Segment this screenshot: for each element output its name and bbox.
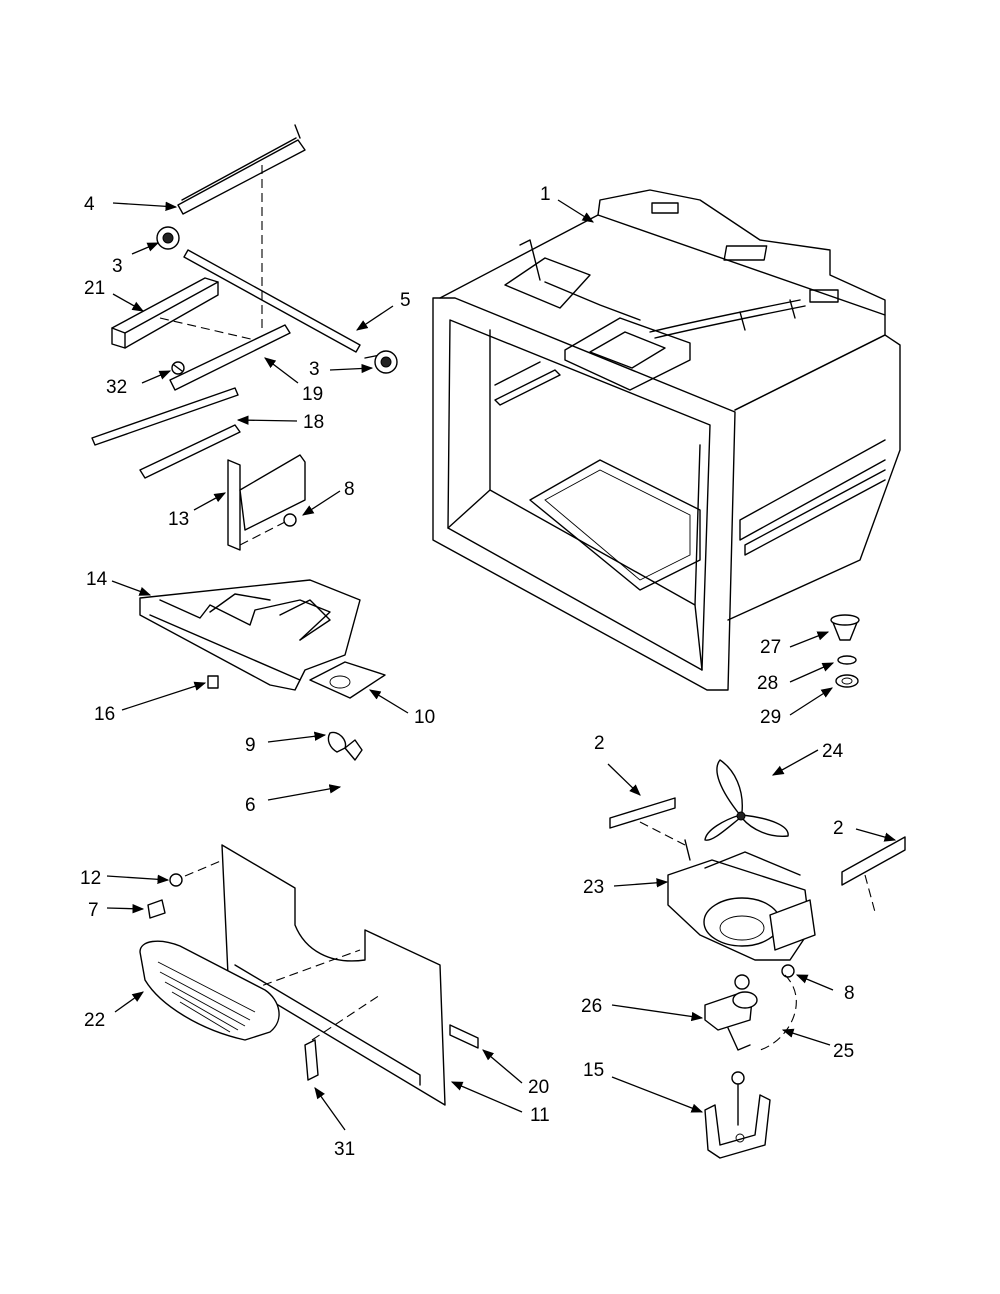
- clip-16: [207, 675, 219, 689]
- callout-9: 9: [245, 735, 256, 756]
- part-29: [835, 674, 859, 688]
- callout-labels: 1 4 3 21 5 3 32 19 18 8 13 14 16 10 27 2…: [80, 184, 855, 1160]
- callout-2-left: 2: [594, 733, 605, 754]
- callout-22: 22: [84, 1010, 105, 1031]
- grille-22: [139, 940, 280, 1041]
- shaft-5: [183, 249, 361, 353]
- callout-6: 6: [245, 795, 256, 816]
- callout-2-right: 2: [833, 818, 844, 839]
- slide-rail-18: [91, 387, 241, 479]
- callout-21: 21: [84, 278, 105, 299]
- motor-bracket-15: [704, 1071, 771, 1159]
- callout-31: 31: [334, 1139, 355, 1160]
- freezer-liner: [432, 189, 901, 691]
- clip-31: [304, 994, 381, 1081]
- callout-18: 18: [303, 412, 324, 433]
- leader-lines: [106, 199, 897, 1131]
- bracket-7: [147, 899, 166, 919]
- callout-27: 27: [760, 637, 781, 658]
- screw-32: [171, 361, 185, 375]
- callout-3-upper: 3: [112, 256, 123, 277]
- part-28: [837, 655, 857, 665]
- callout-14: 14: [86, 569, 108, 590]
- fan-motor-26: [704, 991, 758, 1051]
- callout-28: 28: [757, 673, 778, 694]
- fan-housing-14: [139, 579, 361, 691]
- pinion-gear-3-upper: [156, 226, 180, 250]
- callout-8-lower: 8: [844, 983, 855, 1004]
- callout-16: 16: [94, 704, 115, 725]
- callout-1: 1: [540, 184, 551, 205]
- bulb-9: [327, 731, 347, 753]
- callout-26: 26: [581, 996, 602, 1017]
- callout-13: 13: [168, 509, 189, 530]
- gasket-10: [309, 661, 386, 699]
- callout-5: 5: [400, 290, 411, 311]
- rail-bracket-13: [227, 454, 306, 551]
- slide-rail-4: [177, 124, 306, 330]
- callout-11: 11: [530, 1105, 550, 1126]
- callout-10: 10: [414, 707, 435, 728]
- callout-3-lower: 3: [309, 359, 320, 380]
- callout-29: 29: [760, 707, 781, 728]
- callout-24: 24: [822, 741, 844, 762]
- screw-8-upper: [239, 513, 297, 546]
- callout-25: 25: [833, 1041, 854, 1062]
- slide-bracket-21: [111, 277, 256, 349]
- seal-20: [449, 1024, 479, 1049]
- pinion-gear-3-lower: [364, 350, 398, 374]
- part-27: [830, 614, 860, 641]
- callout-20: 20: [528, 1077, 549, 1098]
- slide-rail-19: [169, 324, 291, 391]
- grommet-8-lower: [734, 964, 795, 990]
- callout-8-upper: 8: [344, 479, 355, 500]
- callout-12: 12: [80, 868, 101, 889]
- callout-4: 4: [84, 194, 95, 215]
- callout-23: 23: [583, 877, 604, 898]
- fan-blade-24: [704, 759, 789, 841]
- seal-strip-2-right: [841, 836, 906, 913]
- callout-15: 15: [583, 1060, 604, 1081]
- callout-7: 7: [88, 900, 99, 921]
- fan-shroud-23: [667, 839, 816, 961]
- callout-32: 32: [106, 377, 127, 398]
- seal-strip-2-left: [609, 797, 686, 846]
- socket-6: [344, 739, 363, 761]
- callout-19: 19: [302, 384, 323, 405]
- wire-harness-25: [759, 974, 797, 1051]
- cover-11: [221, 844, 446, 1106]
